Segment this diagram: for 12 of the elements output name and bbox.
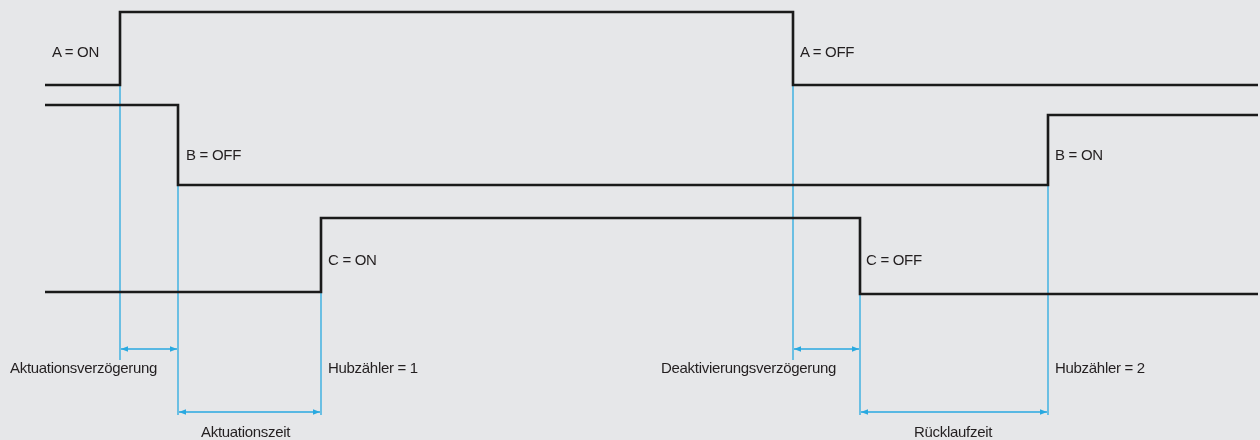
count-label: Hubzähler = 2 [1055, 359, 1145, 377]
signal-label: C = ON [328, 251, 377, 269]
signal-label: B = ON [1055, 146, 1103, 164]
signal-label: B = OFF [186, 146, 241, 164]
time-label: Rücklaufzeit [914, 423, 993, 440]
count-label: Hubzähler = 1 [328, 359, 418, 377]
time-label: Aktuationsverzögerung [10, 359, 158, 377]
signal-label: A = ON [52, 43, 99, 61]
time-label: Aktuationszeit [201, 423, 291, 440]
signal-label: C = OFF [866, 251, 922, 269]
time-label: Deaktivierungsverzögerung [661, 359, 837, 377]
signal-label: A = OFF [800, 43, 855, 61]
